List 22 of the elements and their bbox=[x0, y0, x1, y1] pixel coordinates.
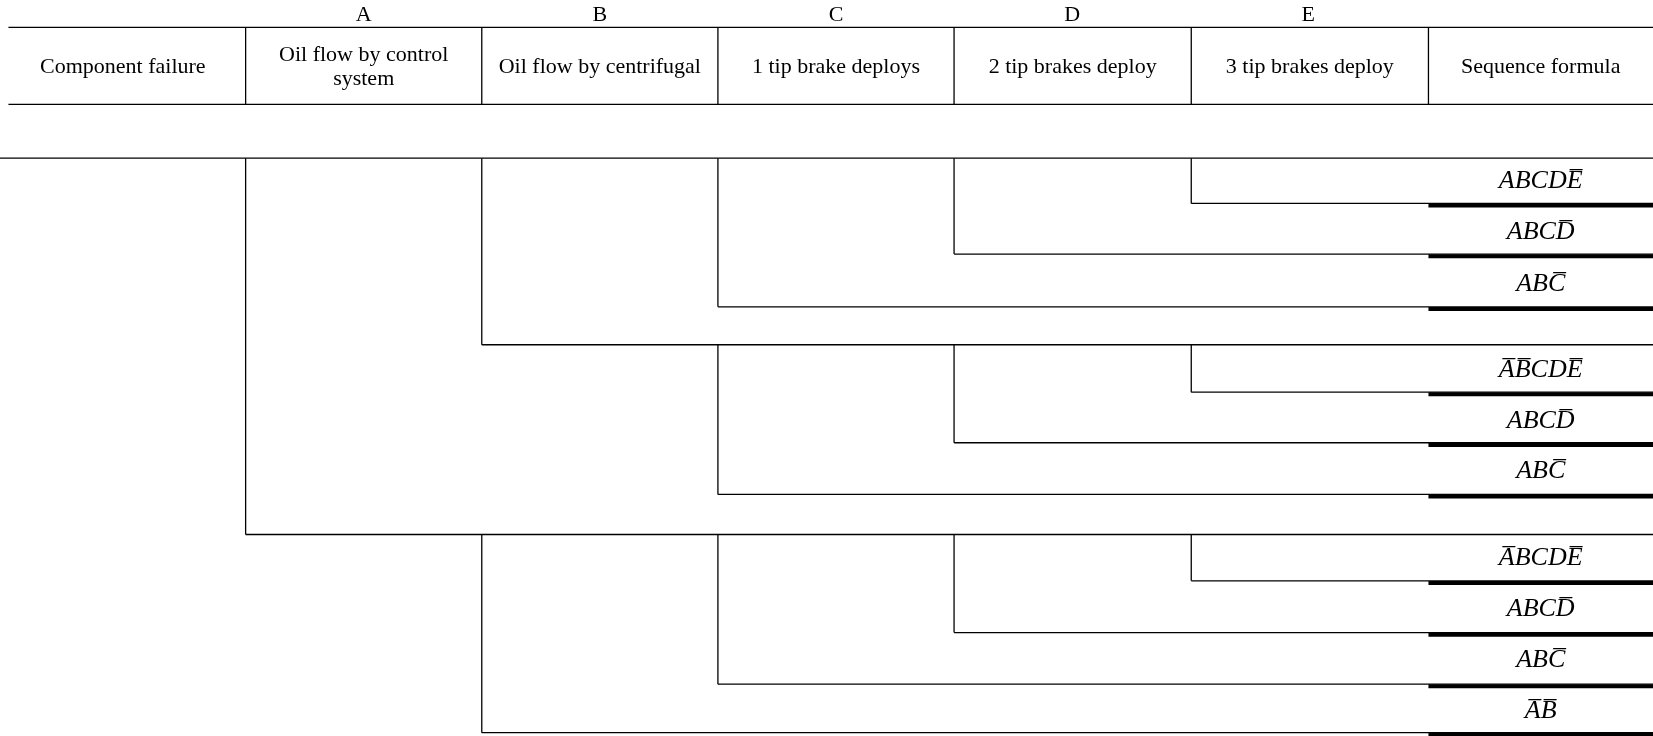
sequence-formula: ABC̅ bbox=[1514, 456, 1568, 485]
sequence-formula: ABCD̅ bbox=[1504, 405, 1576, 435]
column-header: Component failure bbox=[39, 52, 207, 81]
column-letter: B bbox=[591, 2, 609, 27]
column-letter: E bbox=[1300, 2, 1316, 27]
sequence-formula: ABCD̅ bbox=[1504, 594, 1576, 624]
sequence-formula: ABCD̅ bbox=[1504, 217, 1576, 246]
column-header: Sequence formula bbox=[1460, 52, 1622, 81]
column-header: Oil flow by centrifugal bbox=[497, 52, 702, 81]
column-header: Oil flow by control system bbox=[278, 40, 450, 93]
sequence-formula: A̅B̅ bbox=[1522, 695, 1558, 725]
sequence-formula: ABCDE̅ bbox=[1496, 166, 1584, 195]
column-header: 3 tip brakes deploy bbox=[1224, 52, 1395, 81]
sequence-formula: ABC̅ bbox=[1514, 645, 1568, 674]
sequence-formula: A̅B̅CDE̅ bbox=[1496, 355, 1584, 384]
column-header: 2 tip brakes deploy bbox=[987, 52, 1158, 81]
column-letter: A bbox=[354, 2, 373, 27]
sequence-formula: ABC̅ bbox=[1514, 268, 1568, 298]
column-letter: C bbox=[827, 2, 845, 27]
column-letter: D bbox=[1063, 2, 1082, 27]
sequence-formula: A̅BCDE̅ bbox=[1496, 542, 1584, 572]
column-header: 1 tip brake deploys bbox=[750, 52, 921, 81]
